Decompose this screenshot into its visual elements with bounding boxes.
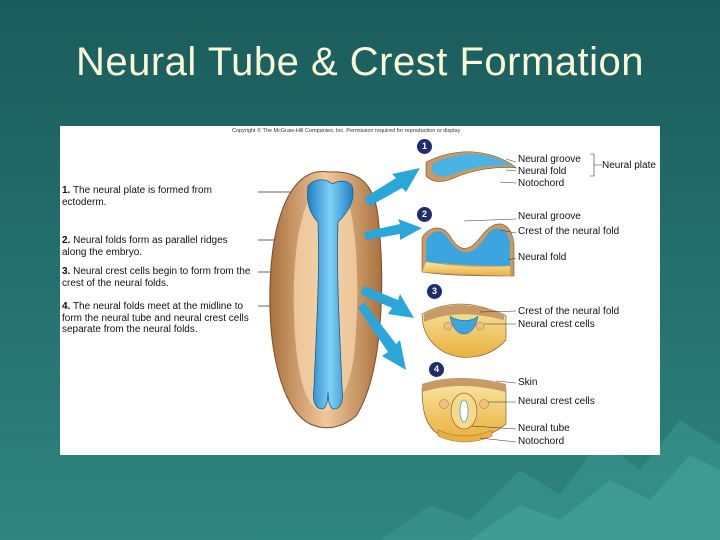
label-crest-of-neural-fold-2: Crest of the neural fold bbox=[518, 226, 620, 237]
stage-2-illustration bbox=[421, 218, 517, 277]
label-skin: Skin bbox=[518, 377, 538, 388]
copyright-notice: Copyright © The McGraw-Hill Companies, I… bbox=[232, 128, 461, 134]
diagram-figure: Copyright © The McGraw-Hill Companies, I… bbox=[60, 126, 660, 455]
step-2-description: Neural folds form as parallel ridges alo… bbox=[62, 235, 228, 258]
slide-title: Neural Tube & Crest Formation bbox=[75, 40, 645, 84]
step-3-text: 3. Neural crest cells begin to form from… bbox=[62, 266, 252, 289]
stage-3-badge: 3 bbox=[427, 284, 442, 299]
label-neural-plate: Neural plate bbox=[602, 160, 656, 171]
label-neural-fold-2: Neural fold bbox=[518, 252, 567, 263]
stage-4-badge: 4 bbox=[429, 362, 444, 377]
label-notochord-1: Notochord bbox=[518, 178, 565, 189]
step-4-description: The neural folds meet at the midline to … bbox=[62, 301, 249, 336]
stage-1-illustration bbox=[425, 151, 602, 184]
label-crest-of-neural-fold-3: Crest of the neural fold bbox=[518, 306, 620, 317]
label-neural-groove-2: Neural groove bbox=[518, 211, 581, 222]
label-neural-fold-1: Neural fold bbox=[518, 166, 567, 177]
step-1-text: 1. The neural plate is formed from ectod… bbox=[62, 185, 252, 208]
step-2-text: 2. Neural folds form as parallel ridges … bbox=[62, 235, 252, 258]
step-2-number: 2. bbox=[62, 235, 71, 246]
stage-1-badge: 1 bbox=[417, 139, 432, 154]
stage-2-badge: 2 bbox=[417, 207, 432, 222]
diagram-art bbox=[258, 151, 602, 443]
embryo-illustration bbox=[269, 171, 383, 429]
stage-arrows bbox=[358, 168, 422, 370]
label-neural-crest-cells-4: Neural crest cells bbox=[518, 396, 595, 407]
step-3-number: 3. bbox=[62, 266, 71, 277]
label-neural-crest-cells-3: Neural crest cells bbox=[518, 319, 595, 330]
stage-4-illustration bbox=[421, 378, 517, 443]
step-1-number: 1. bbox=[62, 185, 71, 196]
step-4-number: 4. bbox=[62, 301, 71, 312]
label-neural-tube: Neural tube bbox=[518, 423, 570, 434]
stage-3-illustration bbox=[421, 303, 517, 358]
step-1-description: The neural plate is formed from ectoderm… bbox=[62, 185, 212, 208]
step-3-description: Neural crest cells begin to form from th… bbox=[62, 266, 251, 289]
label-neural-groove-1: Neural groove bbox=[518, 154, 581, 165]
label-notochord-4: Notochord bbox=[518, 436, 565, 447]
step-4-text: 4. The neural folds meet at the midline … bbox=[62, 301, 252, 336]
